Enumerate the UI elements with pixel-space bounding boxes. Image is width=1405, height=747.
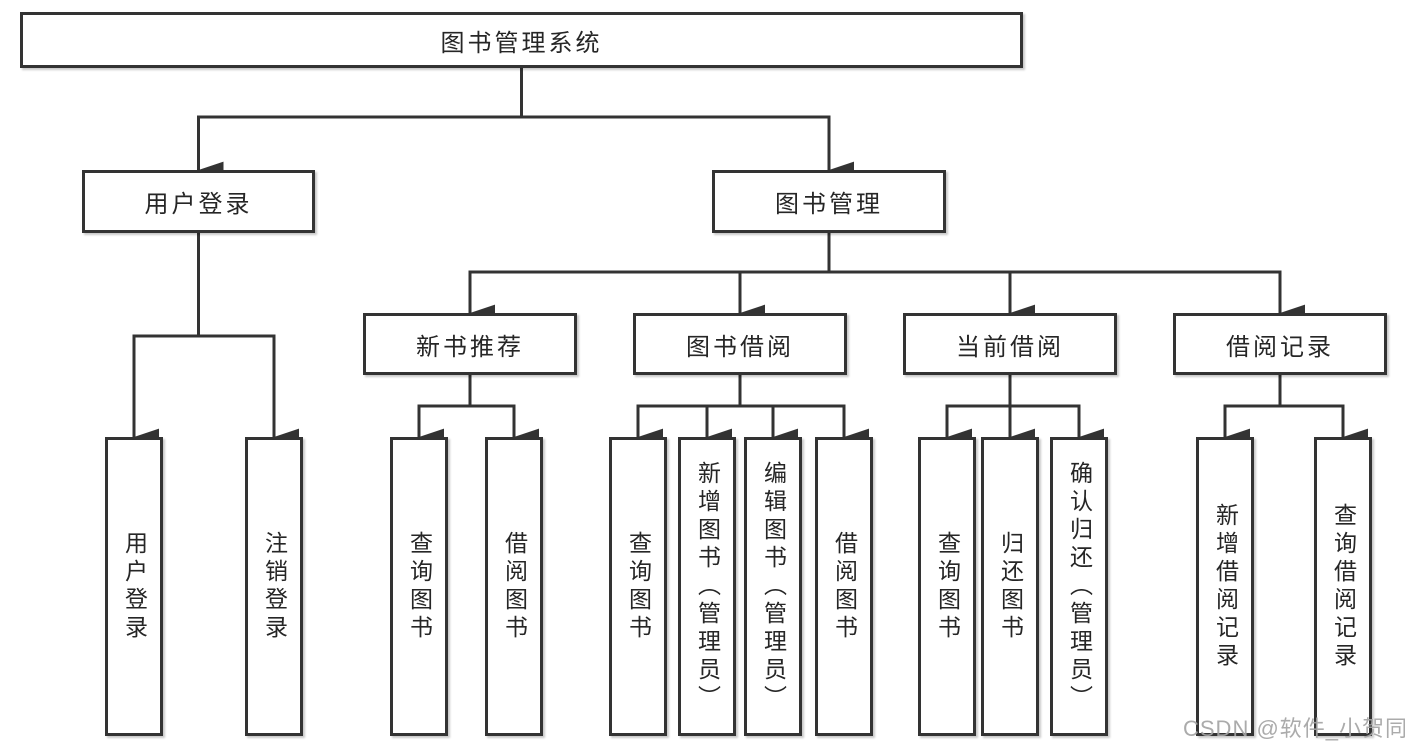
leaf-query-books-borrow: 查询图书 bbox=[609, 437, 667, 736]
leaf-edit-book-admin: 编辑图书（管理员） bbox=[744, 437, 802, 736]
leaf-add-borrow-record: 新增借阅记录 bbox=[1196, 437, 1254, 736]
leaf-return-book: 归还图书 bbox=[981, 437, 1039, 736]
leaf-query-books-current: 查询图书 bbox=[918, 437, 976, 736]
leaf-borrow-books: 借阅图书 bbox=[815, 437, 873, 736]
watermark: CSDN @软件_小贺同学 bbox=[1183, 716, 1405, 741]
node-user-login: 用户登录 bbox=[82, 170, 315, 233]
node-borrow-records: 借阅记录 bbox=[1173, 313, 1387, 375]
leaf-user-login: 用户登录 bbox=[105, 437, 163, 736]
leaf-confirm-return-admin: 确认归还（管理员） bbox=[1050, 437, 1108, 736]
leaf-query-borrow-record: 查询借阅记录 bbox=[1314, 437, 1372, 736]
leaf-logout: 注销登录 bbox=[245, 437, 303, 736]
node-new-book-recommend: 新书推荐 bbox=[363, 313, 577, 375]
node-book-borrow: 图书借阅 bbox=[633, 313, 847, 375]
node-root: 图书管理系统 bbox=[20, 12, 1023, 68]
node-book-management: 图书管理 bbox=[712, 170, 946, 233]
node-current-borrow: 当前借阅 bbox=[903, 313, 1117, 375]
leaf-borrow-books-recommend: 借阅图书 bbox=[485, 437, 543, 736]
leaf-add-book-admin: 新增图书（管理员） bbox=[678, 437, 736, 736]
leaf-query-books-recommend: 查询图书 bbox=[390, 437, 448, 736]
